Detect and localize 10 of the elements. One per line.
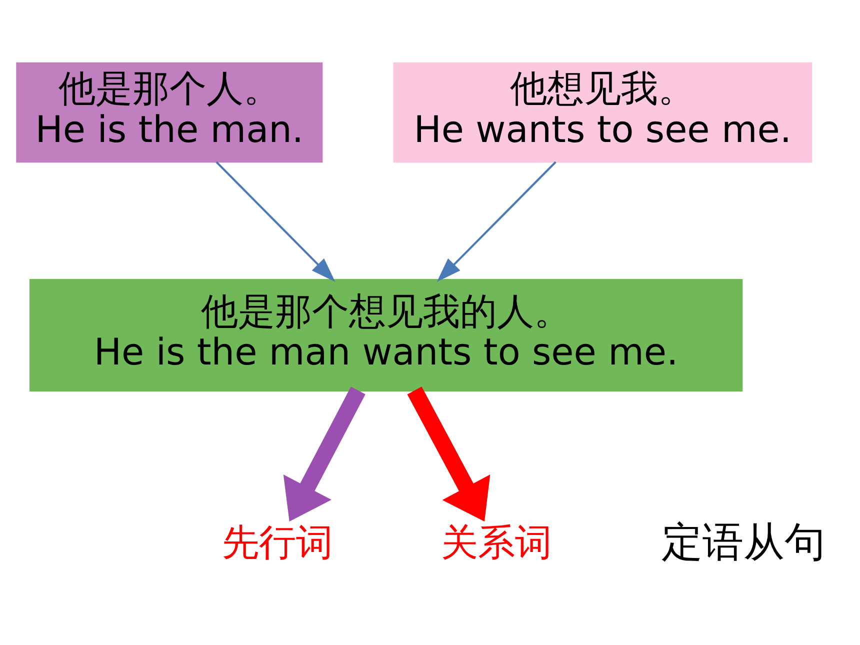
arrow [282,386,365,522]
label: 定语从句 [661,517,826,566]
node-box: 他是那个想见我的人。 He is the man wants to see me. [28,278,742,391]
node-box: 他是那个人。 He is the man. [16,62,322,162]
node-text: 关系词 [440,520,552,564]
arrow [436,160,556,282]
node-text: 先行词 [222,520,333,564]
arrow [215,160,335,282]
arrow [406,386,490,521]
node-box: 他想见我。 He wants to see me. [392,62,812,162]
